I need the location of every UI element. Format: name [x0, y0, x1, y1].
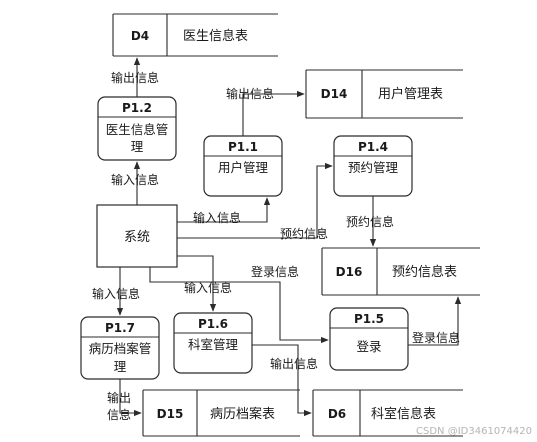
process-p1-2: P1.2 医生信息管 理 [97, 96, 177, 161]
flow-p1-5-to-d16 [408, 296, 462, 346]
store-d15-id: D15 [157, 407, 184, 421]
process-p1-4-name: 预约管理 [348, 160, 399, 175]
store-d4-name: 医生信息表 [183, 28, 248, 44]
flow-label-system-to-p1-1: 输入信息 [193, 210, 241, 225]
flow-label-system-to-p1-5: 登录信息 [251, 264, 299, 279]
process-p1-7-name-line1: 病历档案管 [89, 341, 152, 356]
process-p1-7: P1.7 病历档案管 理 [80, 316, 160, 380]
store-d16-name: 预约信息表 [392, 264, 457, 280]
store-d16: D16 预约信息表 [321, 247, 480, 296]
flow-label-p1-5-to-d16: 登录信息 [412, 330, 460, 345]
process-p1-2-name-line1: 医生信息管 [106, 122, 169, 137]
flow-system-to-p1-1 [177, 197, 271, 223]
process-p1-5-id: P1.5 [354, 312, 384, 326]
store-d6-id: D6 [328, 407, 346, 421]
process-p1-1-id: P1.1 [228, 140, 258, 154]
flow-label-system-to-p1-4: 预约信息 [280, 226, 328, 241]
flow-system-to-p1-5 [149, 267, 329, 344]
store-d4: D4 医生信息表 [112, 13, 278, 57]
flow-label-system-to-p1-2: 输入信息 [111, 172, 159, 187]
flow-label-p1-7-to-d15-line2: 信息 [107, 407, 131, 422]
process-p1-1: P1.1 用户管理 [203, 135, 283, 197]
store-d6-name: 科室信息表 [371, 406, 436, 422]
process-p1-4-id: P1.4 [358, 140, 388, 154]
store-d6: D6 科室信息表 [312, 389, 463, 437]
process-p1-5: P1.5 登录 [329, 307, 409, 371]
flow-label-system-to-p1-6: 输入信息 [184, 280, 232, 295]
store-d14: D14 用户管理表 [305, 69, 463, 119]
flow-p1-1-to-d14 [242, 90, 305, 136]
entity-system-label: 系统 [124, 230, 150, 245]
process-p1-1-name: 用户管理 [218, 160, 269, 175]
process-p1-6: P1.6 科室管理 [173, 312, 253, 374]
process-p1-2-name-line2: 理 [131, 139, 144, 154]
flow-p1-6-to-d6 [252, 344, 312, 417]
flow-system-to-p1-6 [177, 255, 217, 312]
process-p1-7-id: P1.7 [105, 321, 135, 335]
flow-label-p1-2-to-d4: 输出信息 [111, 70, 159, 85]
flow-system-to-p1-4 [177, 162, 333, 239]
flow-label-p1-6-to-d6: 输出信息 [270, 356, 318, 371]
flow-label-p1-4-to-d16: 预约信息 [346, 214, 394, 229]
store-d4-id: D4 [131, 29, 149, 43]
entity-system: 系统 [96, 204, 178, 268]
process-p1-7-name-line2: 理 [114, 359, 127, 374]
process-p1-5-name: 登录 [356, 339, 381, 354]
store-d14-name: 用户管理表 [378, 86, 443, 102]
store-d16-id: D16 [336, 265, 363, 279]
flow-label-p1-1-to-d14: 输出信息 [226, 86, 274, 101]
store-d15-name: 病历档案表 [210, 407, 275, 422]
process-p1-6-name: 科室管理 [188, 337, 239, 352]
flow-label-system-to-p1-7: 输入信息 [92, 286, 140, 301]
flow-p1-7-to-d15 [119, 379, 142, 417]
watermark-text: CSDN @ID3461074420 [416, 426, 532, 437]
flow-label-p1-7-to-d15-line1: 输出 [107, 390, 131, 405]
process-p1-2-id: P1.2 [122, 101, 152, 115]
process-p1-6-id: P1.6 [198, 317, 228, 331]
process-p1-4: P1.4 预约管理 [333, 135, 413, 197]
store-d15: D15 病历档案表 [142, 389, 300, 437]
store-d14-id: D14 [321, 87, 348, 101]
